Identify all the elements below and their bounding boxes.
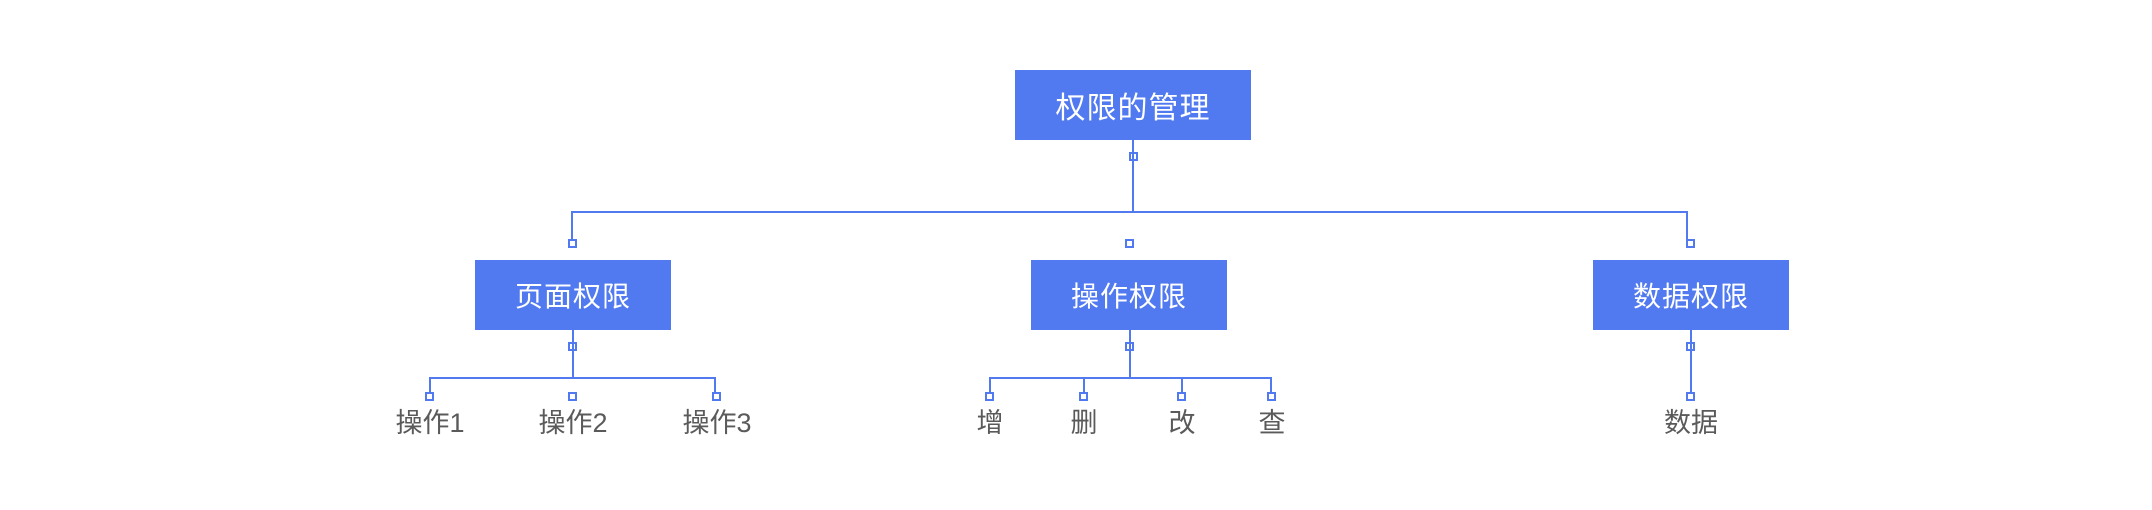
- connector-handle-oper-leaf-4[interactable]: [1267, 392, 1276, 401]
- connector-bus-level1: [571, 211, 1688, 244]
- connector-data-down: [1690, 330, 1692, 396]
- leaf-page-operation-1[interactable]: 操作1: [395, 408, 465, 438]
- leaf-oper-query[interactable]: 查: [1258, 408, 1286, 438]
- connector-oper-leaf-2-drop: [1083, 377, 1085, 395]
- leaf-oper-modify[interactable]: 改: [1168, 408, 1196, 438]
- node-page-permission[interactable]: 页面权限: [475, 260, 671, 330]
- leaf-oper-add[interactable]: 增: [976, 408, 1004, 438]
- connector-oper-down: [1129, 330, 1131, 378]
- connector-handle-oper-leaf-3[interactable]: [1177, 392, 1186, 401]
- connector-bus-page-leaves: [429, 377, 716, 397]
- connector-handle-page-top[interactable]: [568, 239, 577, 248]
- connector-bus-oper-leaves: [989, 377, 1272, 397]
- connector-handle-oper-top[interactable]: [1125, 239, 1134, 248]
- node-root-permission-management[interactable]: 权限的管理: [1015, 70, 1251, 140]
- leaf-data-data[interactable]: 数据: [1664, 408, 1718, 438]
- connector-handle-data-top[interactable]: [1686, 239, 1695, 248]
- connector-handle-oper-leaf-2[interactable]: [1079, 392, 1088, 401]
- connector-handle-page-leaf-1[interactable]: [425, 392, 434, 401]
- connector-handle-data-leaf-1[interactable]: [1686, 392, 1695, 401]
- leaf-page-operation-2[interactable]: 操作2: [538, 408, 608, 438]
- node-data-permission[interactable]: 数据权限: [1593, 260, 1789, 330]
- connector-handle-page-leaf-2[interactable]: [568, 392, 577, 401]
- leaf-oper-delete[interactable]: 删: [1070, 408, 1098, 438]
- leaf-page-operation-3[interactable]: 操作3: [682, 408, 752, 438]
- connector-root-down: [1132, 140, 1134, 212]
- connector-handle-oper-leaf-1[interactable]: [985, 392, 994, 401]
- connector-page-down: [572, 330, 574, 378]
- node-operation-permission[interactable]: 操作权限: [1031, 260, 1227, 330]
- connector-oper-leaf-3-drop: [1181, 377, 1183, 395]
- connector-handle-page-leaf-3[interactable]: [712, 392, 721, 401]
